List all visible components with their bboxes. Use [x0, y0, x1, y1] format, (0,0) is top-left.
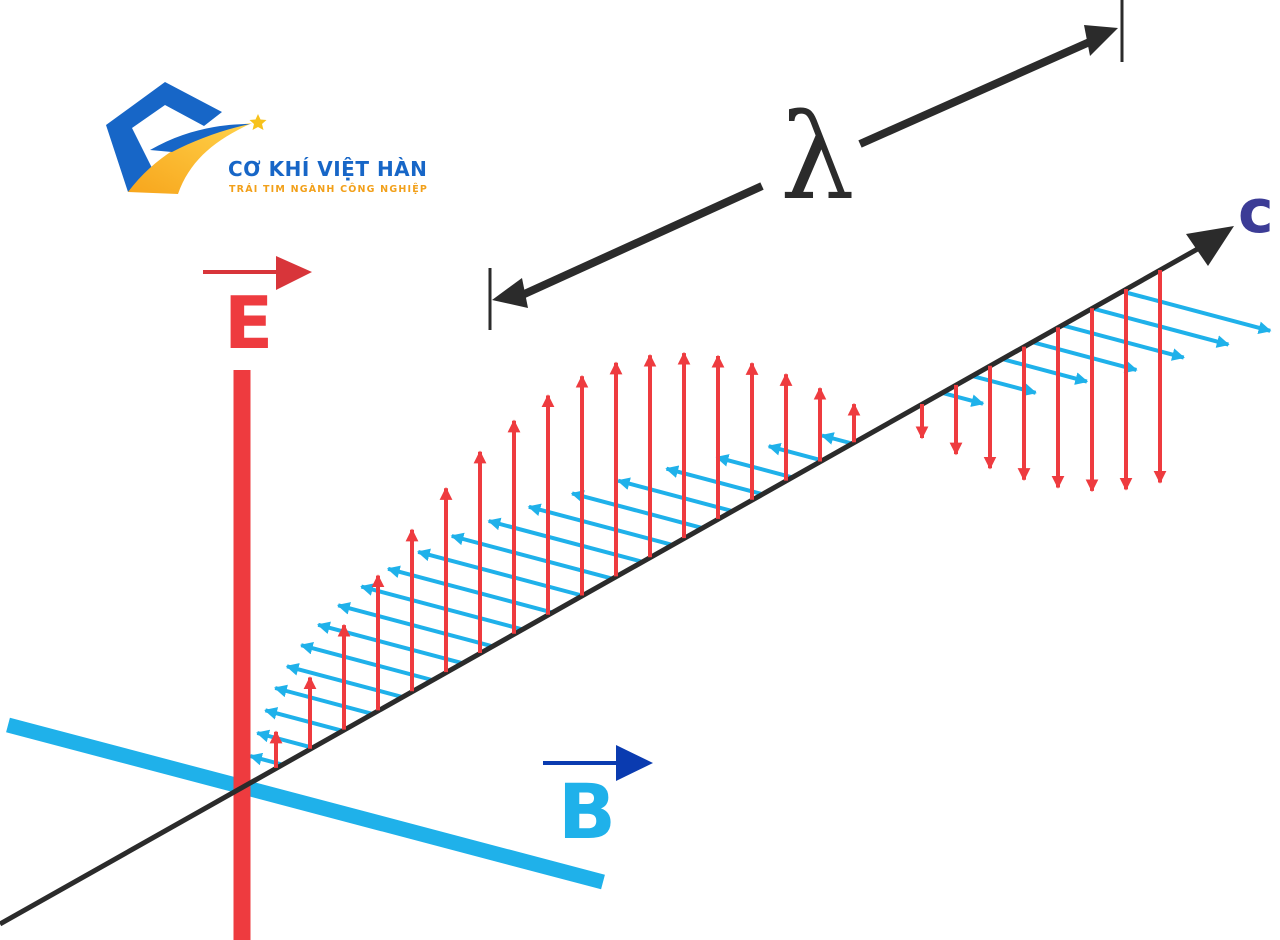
electric-field-label: E [224, 281, 273, 365]
wavelength-label: λ [780, 88, 855, 226]
b-vector [1061, 323, 1185, 361]
b-vector [386, 565, 553, 615]
wavelength-arrow-right-icon [1084, 25, 1118, 56]
b-vector [665, 465, 763, 497]
b-vector [941, 390, 985, 407]
magnetic-field-vectors [249, 289, 1272, 767]
brand-tagline: TRÁI TIM NGÀNH CÔNG NGHIỆP [229, 183, 428, 195]
e-vector-label: E [203, 256, 312, 365]
b-vector [360, 583, 523, 632]
b-vector [971, 373, 1037, 397]
b-vector-label: B [543, 745, 653, 856]
b-vector [273, 684, 373, 716]
b-vector [487, 517, 643, 564]
b-vector [820, 432, 853, 446]
b-vector [1031, 340, 1138, 374]
magnetic-field-label: B [558, 767, 616, 856]
propagation-label: c [1238, 177, 1274, 247]
b-axis [6, 717, 605, 890]
vector-arrow-icon [616, 745, 653, 781]
propagation-arrow-icon [1186, 226, 1234, 266]
brand-logo: CƠ KHÍ VIỆT HÀN TRÁI TIM NGÀNH CÔNG NGHI… [106, 82, 428, 195]
b-vector [256, 729, 313, 750]
b-vector [264, 707, 343, 733]
wavelength-dimension: λ [488, 0, 1124, 330]
electric-field-vectors [269, 270, 1167, 768]
b-vector [416, 548, 583, 598]
brand-name: CƠ KHÍ VIỆT HÀN [228, 157, 427, 181]
vector-arrow-icon [276, 256, 312, 290]
b-vector [450, 532, 613, 581]
b-vector [1121, 289, 1272, 335]
b-vector [715, 454, 793, 480]
b-vector [336, 602, 493, 649]
axes [0, 226, 1234, 940]
wavelength-arrow-left-icon [492, 278, 528, 308]
b-vector [570, 490, 703, 530]
b-vector [616, 477, 733, 513]
propagation-axis [0, 239, 1212, 927]
house-swoosh-star-icon [106, 82, 267, 194]
b-vector [767, 442, 823, 463]
b-vector [1001, 357, 1089, 385]
